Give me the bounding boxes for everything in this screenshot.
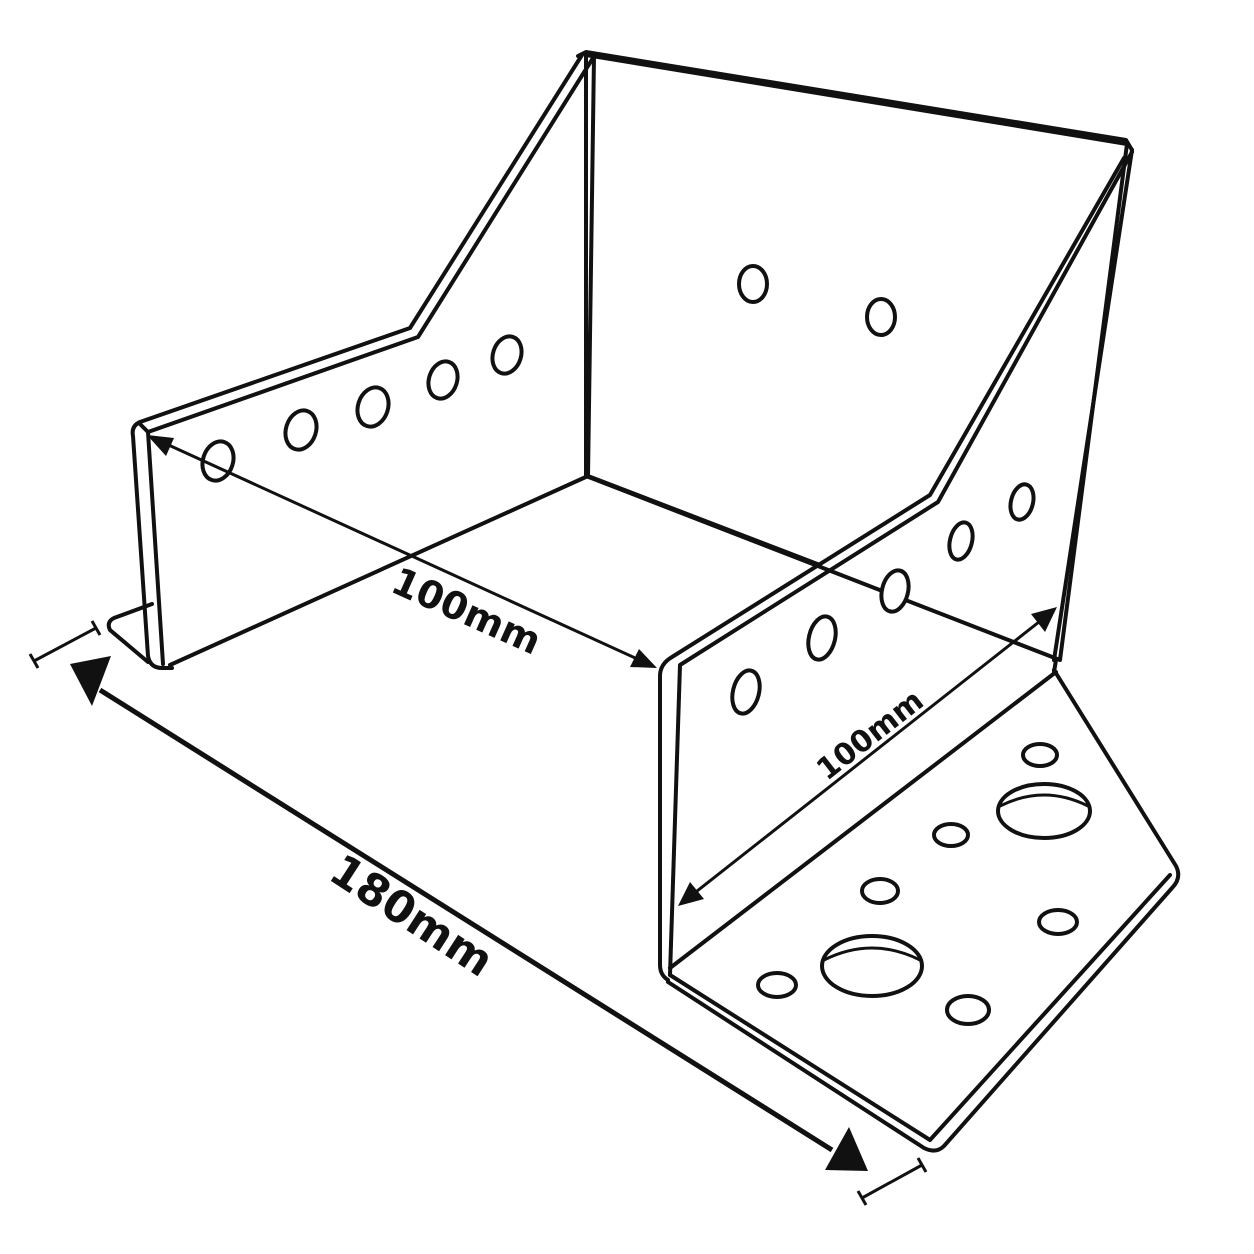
flange-small-hole (1021, 742, 1059, 768)
arrowhead (678, 882, 704, 906)
left-side-plate (106, 53, 595, 670)
overall-length-dimension: 180mm (28, 620, 928, 1206)
right-plate-hole (947, 520, 975, 562)
flange-small-hole (756, 971, 798, 999)
right-plate-hole (730, 668, 762, 716)
arrowhead (825, 1127, 868, 1171)
flange-small-hole (945, 994, 991, 1026)
left-plate-hole (490, 334, 524, 376)
floor-plate (168, 474, 822, 667)
right-plate-hole (1008, 482, 1036, 522)
left-plate-hole (283, 408, 319, 452)
base-flange (666, 658, 1181, 1153)
depth-label: 100mm (810, 683, 930, 788)
arrowhead (147, 435, 174, 456)
arrowhead (1031, 607, 1057, 632)
overall-length-label: 180mm (321, 845, 503, 988)
flange-small-hole (932, 822, 970, 848)
flange-large-hole (996, 782, 1092, 840)
left-plate-hole (426, 359, 460, 401)
back-plate-hole (865, 297, 897, 337)
back-plate (576, 50, 1134, 662)
arrowhead (70, 656, 111, 706)
inner-width-label: 100mm (385, 559, 548, 664)
arrowhead (630, 649, 657, 668)
inner-width-dimension: 100mm (147, 435, 657, 668)
flange-large-hole (820, 934, 924, 998)
flange-small-hole (1037, 908, 1079, 936)
right-side-plate (658, 148, 1134, 982)
depth-dimension: 100mm (678, 607, 1057, 906)
flange-small-hole (860, 877, 900, 905)
back-plate-hole (737, 264, 769, 304)
right-plate-hole (806, 614, 838, 662)
right-plate-hole (879, 568, 911, 614)
left-plate-hole (355, 385, 391, 429)
